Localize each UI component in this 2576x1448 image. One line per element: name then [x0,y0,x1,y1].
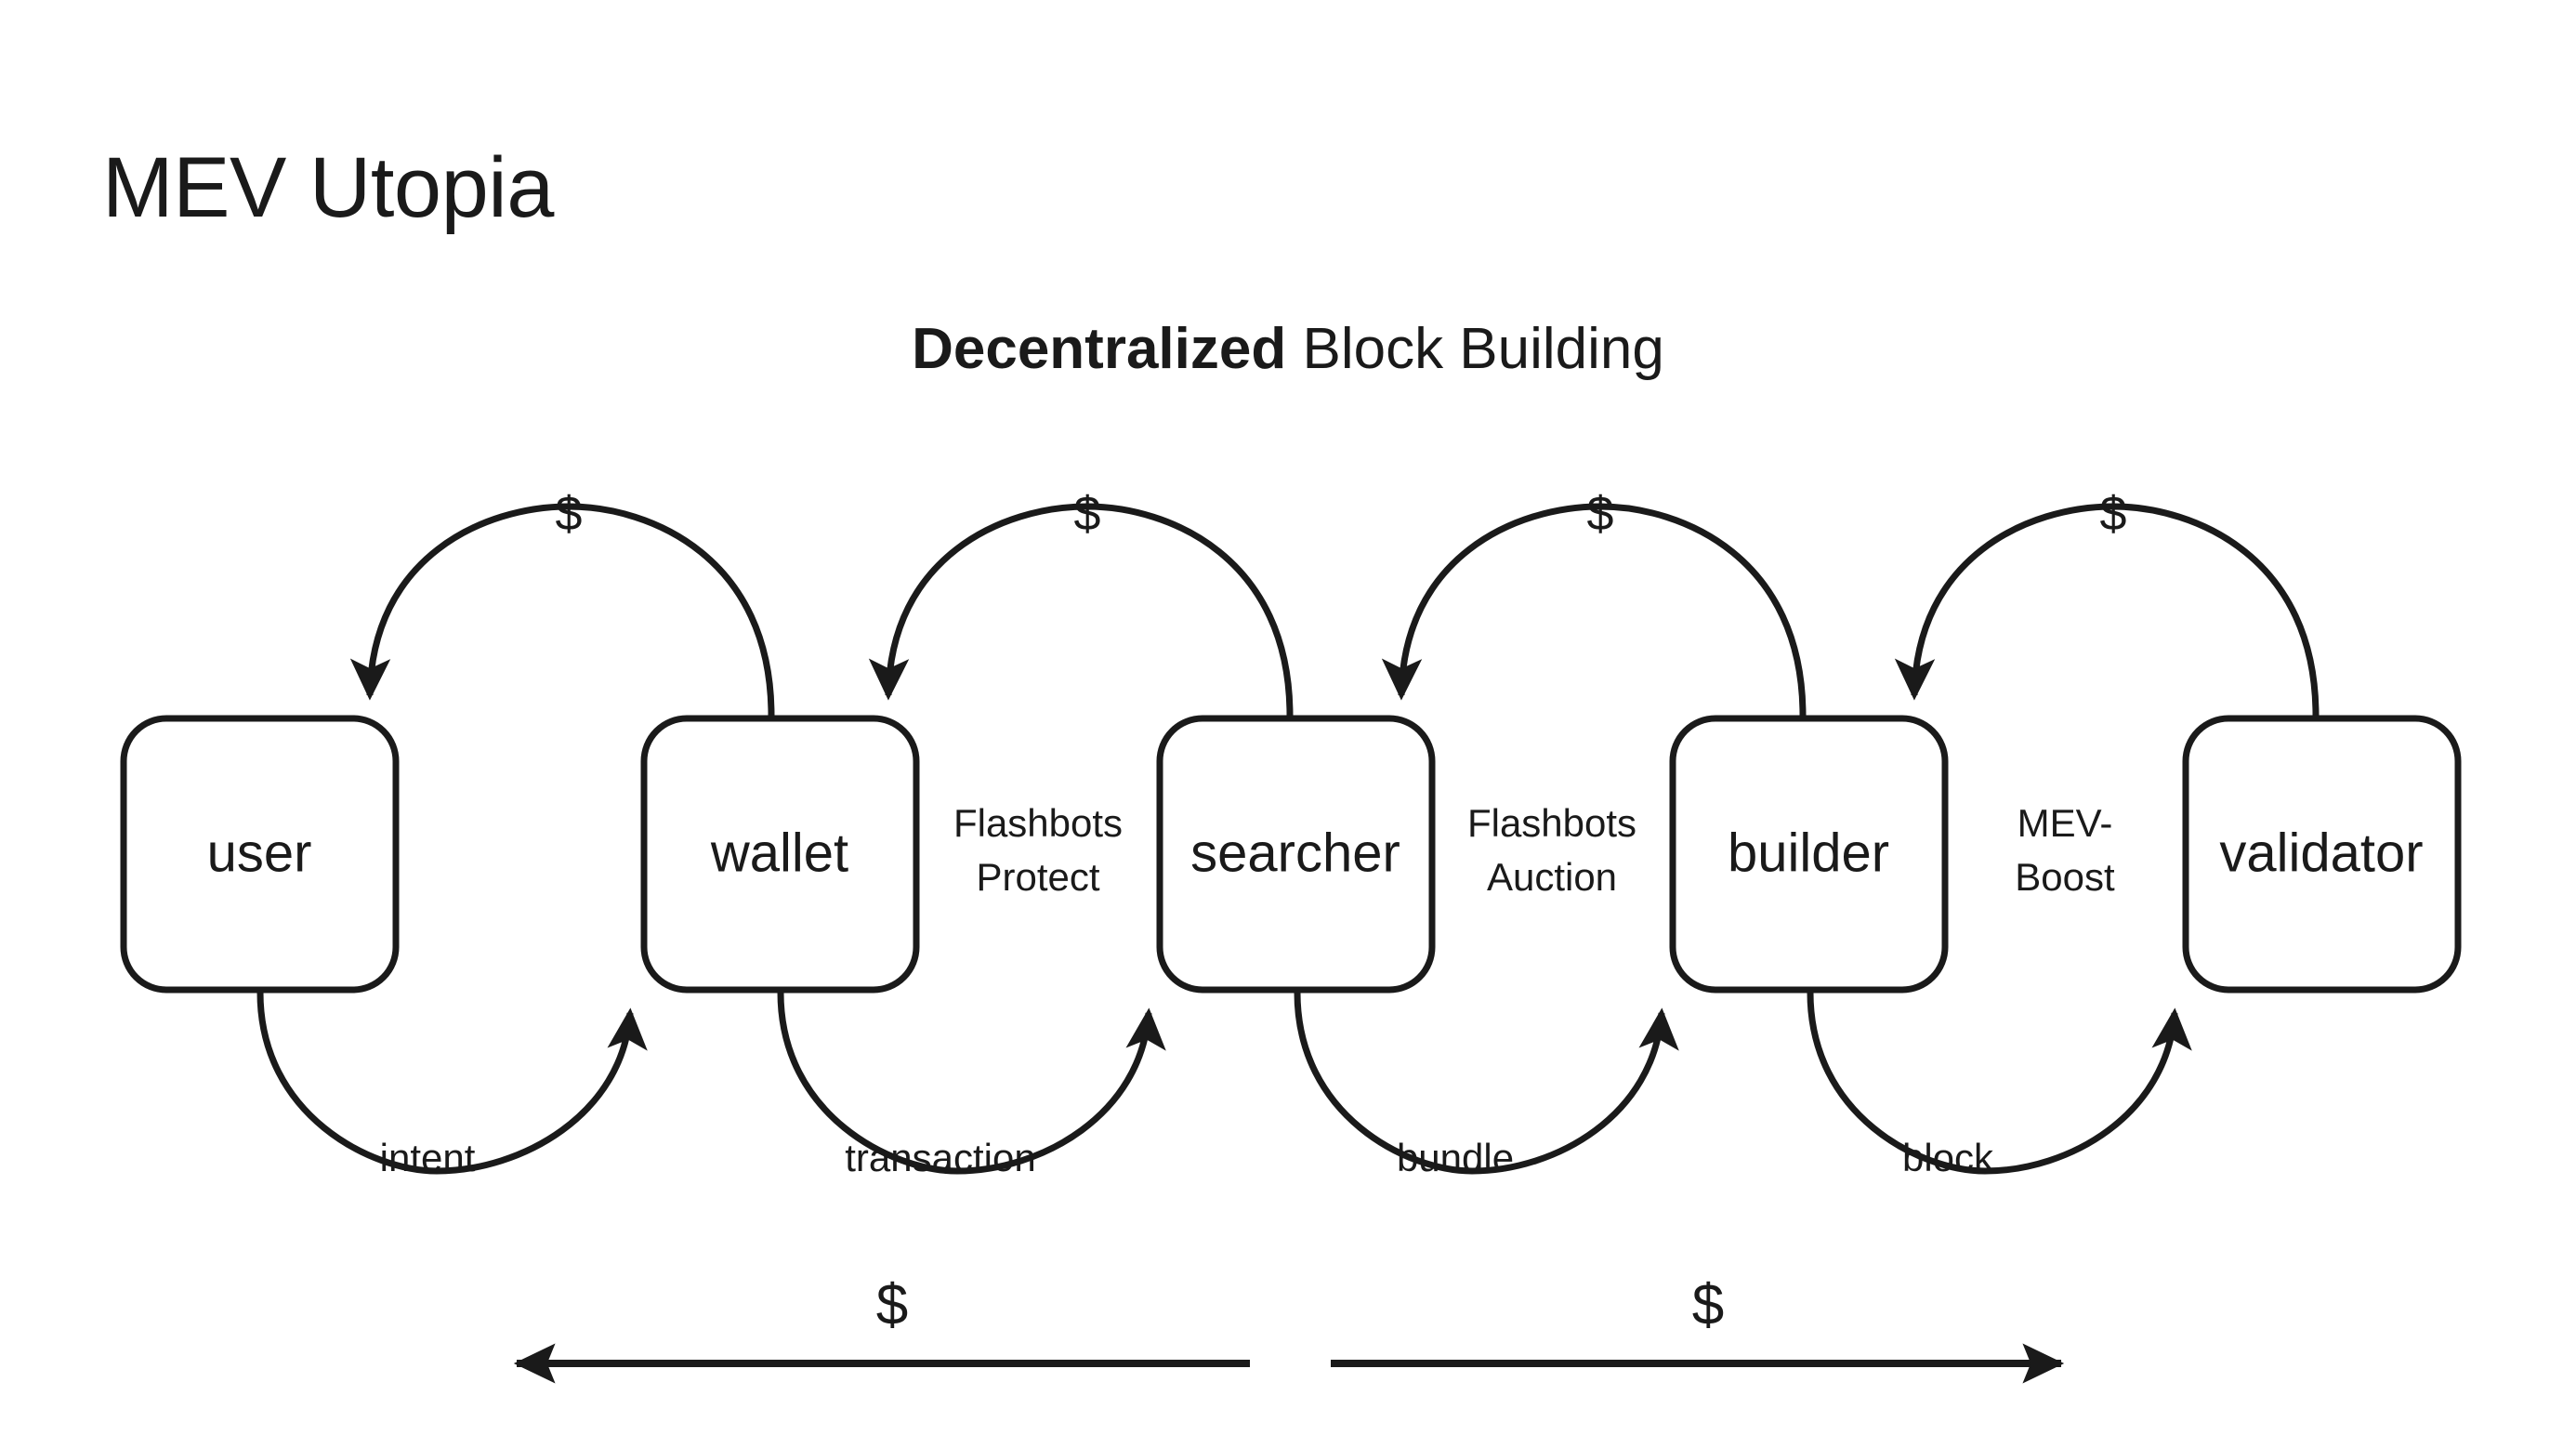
node-builder[interactable]: builder [1669,715,1949,994]
node-box[interactable] [1669,715,1949,994]
return-edge-pay-wallet: $ [868,487,1294,717]
forward-edge-label: block [1902,1136,1994,1179]
forward-edge-label: intent [380,1136,476,1179]
node-label: searcher [1190,823,1400,883]
return-edge-pay-searcher: $ [1381,487,1807,717]
midpoint-label-mev-boost: MEV- Boost [2015,801,2115,899]
forward-edge-path [1807,992,2192,1175]
subtitle-emphasis: Decentralized [912,317,1287,381]
return-edge-pay-user: $ [349,487,775,717]
return-edge-path [868,503,1294,717]
return-edge-label: $ [556,487,583,541]
midpoint-label-line1: Flashbots [1467,801,1636,845]
forward-edge-block: block [1807,992,2192,1179]
return-edge-pay-builder: $ [1894,487,2320,717]
midpoint-label-line2: Auction [1487,855,1617,899]
node-validator[interactable]: validator [2182,715,2462,994]
midpoint-label-line1: MEV- [2017,801,2113,845]
forward-edge-label: transaction [845,1136,1035,1179]
return-edge-label: $ [2100,487,2127,541]
node-box[interactable] [640,715,920,994]
forward-edge-label: bundle [1397,1136,1514,1179]
midpoint-label-flashbots-protect: Flashbots Protect [953,801,1123,899]
node-label: builder [1728,823,1889,883]
forward-edge-path [1294,992,1679,1175]
midpoint-label-line2: Boost [2015,855,2115,899]
node-box[interactable] [2182,715,2462,994]
node-label: validator [2219,823,2423,883]
node-box[interactable] [1156,715,1436,994]
node-user[interactable]: user [120,715,400,994]
return-edge-path [1381,503,1807,717]
money-flow-right: $ [1331,1273,2065,1384]
return-edge-label: $ [1074,487,1101,541]
return-edge-label: $ [1587,487,1614,541]
return-edge-path [1894,503,2320,717]
node-label: user [207,823,312,883]
node-wallet[interactable]: wallet [640,715,920,994]
money-flow-left: $ [513,1273,1250,1384]
money-flow-label: $ [876,1273,908,1337]
forward-edge-intent: intent [256,992,648,1179]
forward-edge-path [256,992,648,1175]
return-edge-path [349,503,775,717]
midpoint-label-line1: Flashbots [953,801,1123,845]
node-label: wallet [710,823,848,883]
forward-edge-transaction: transaction [777,992,1166,1179]
midpoint-label-flashbots-auction: Flashbots Auction [1467,801,1636,899]
page-title: MEV Utopia [102,140,554,235]
forward-edge-path [777,992,1166,1175]
money-flow-label: $ [1692,1273,1724,1337]
node-box[interactable] [120,715,400,994]
node-searcher[interactable]: searcher [1156,715,1436,994]
diagram-subtitle: Decentralized Block Building [0,316,2576,382]
forward-edge-bundle: bundle [1294,992,1679,1179]
subtitle-rest: Block Building [1286,317,1664,381]
midpoint-label-line2: Protect [976,855,1099,899]
